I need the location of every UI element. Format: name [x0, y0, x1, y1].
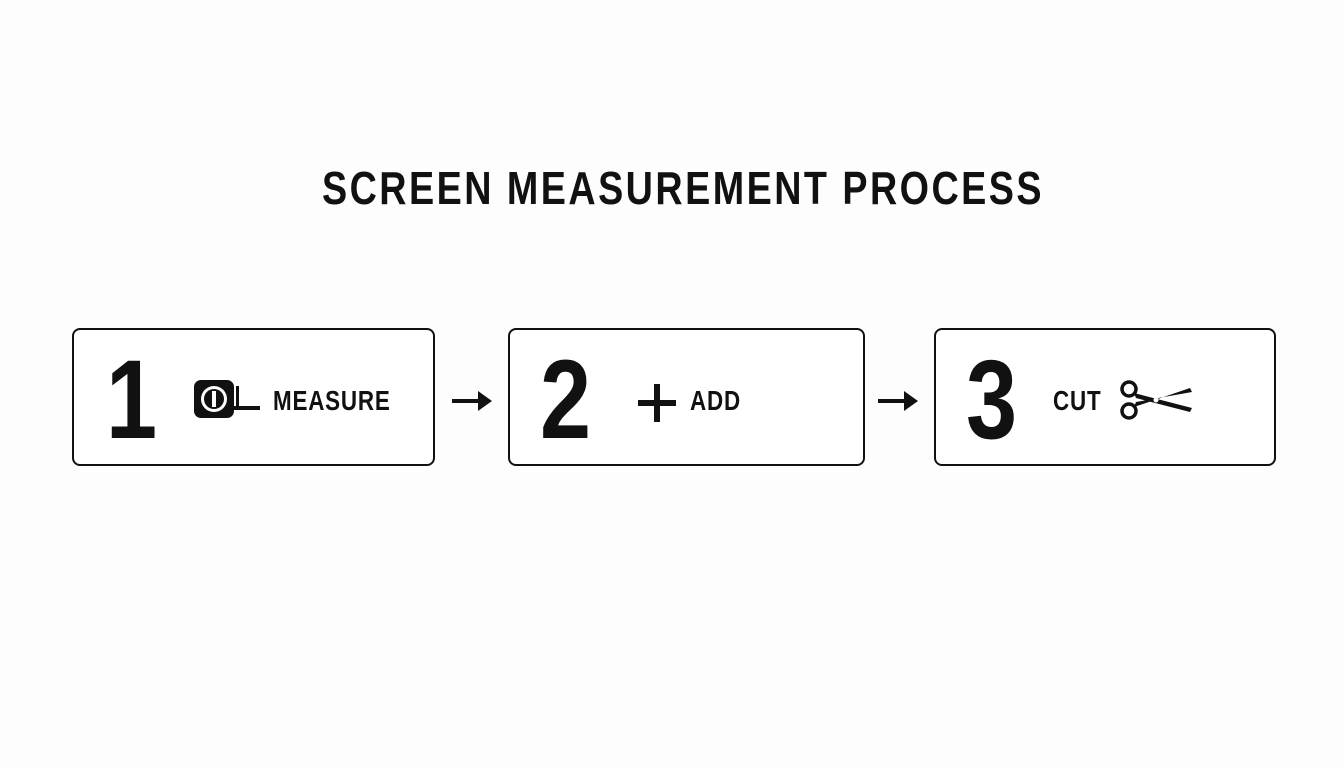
- plus-icon: [638, 384, 676, 422]
- step-cut: 3 CUT: [934, 328, 1276, 466]
- diagram-title: SCREEN MEASUREMENT PROCESS: [321, 162, 1045, 214]
- right-arrow-icon: [452, 391, 492, 411]
- step-number: 1: [106, 337, 158, 462]
- step-add: 2 ADD: [508, 328, 865, 466]
- step-label: MEASURE: [273, 385, 391, 416]
- step-label: ADD: [690, 385, 741, 416]
- step-measure: 1 MEASURE: [72, 328, 435, 466]
- scissors-icon: [1120, 380, 1192, 420]
- right-arrow-icon: [878, 391, 918, 411]
- step-label: CUT: [1053, 385, 1102, 416]
- step-number: 3: [966, 337, 1018, 462]
- step-number: 2: [540, 337, 592, 462]
- tape-measure-icon: [194, 380, 260, 418]
